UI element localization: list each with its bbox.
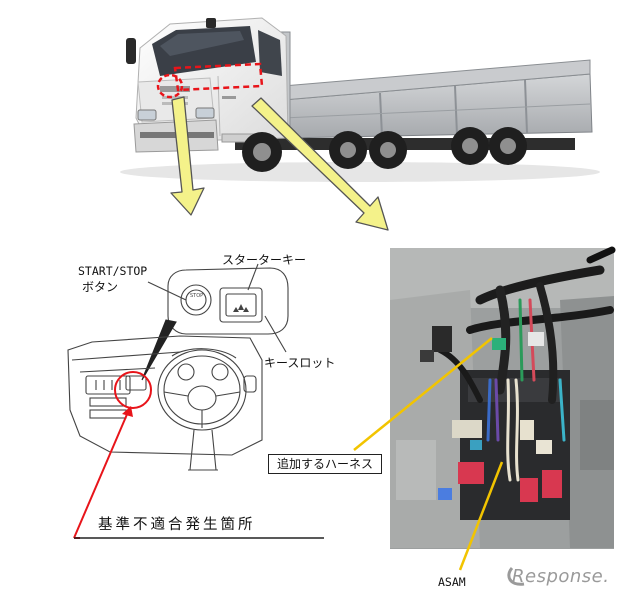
truck-callout-circle <box>156 73 184 99</box>
harness-photo <box>390 246 616 549</box>
response-logo-swoosh <box>507 567 525 586</box>
dashboard-red-circle <box>114 371 152 409</box>
arrow-to-dashboard <box>170 96 205 216</box>
arrow-to-photo <box>251 97 389 231</box>
label-asam: ASAM <box>438 575 466 589</box>
truck-wheels <box>242 127 527 172</box>
asam-pointer-line <box>458 461 504 571</box>
truck-photo <box>120 17 600 182</box>
label-button: ボタン <box>82 280 119 294</box>
label-key-slot: キースロット <box>264 356 336 370</box>
response-watermark: Response. <box>512 566 610 587</box>
label-added-harness: 追加するハーネス <box>268 454 383 474</box>
harness-pointer-line <box>353 337 493 451</box>
label-starter-key: スターターキー <box>222 253 307 267</box>
label-defect-location: 基準不適合発生箇所 <box>98 517 256 533</box>
label-start-stop: START/STOP <box>78 264 148 278</box>
svg-text:STOP: STOP <box>190 293 203 299</box>
